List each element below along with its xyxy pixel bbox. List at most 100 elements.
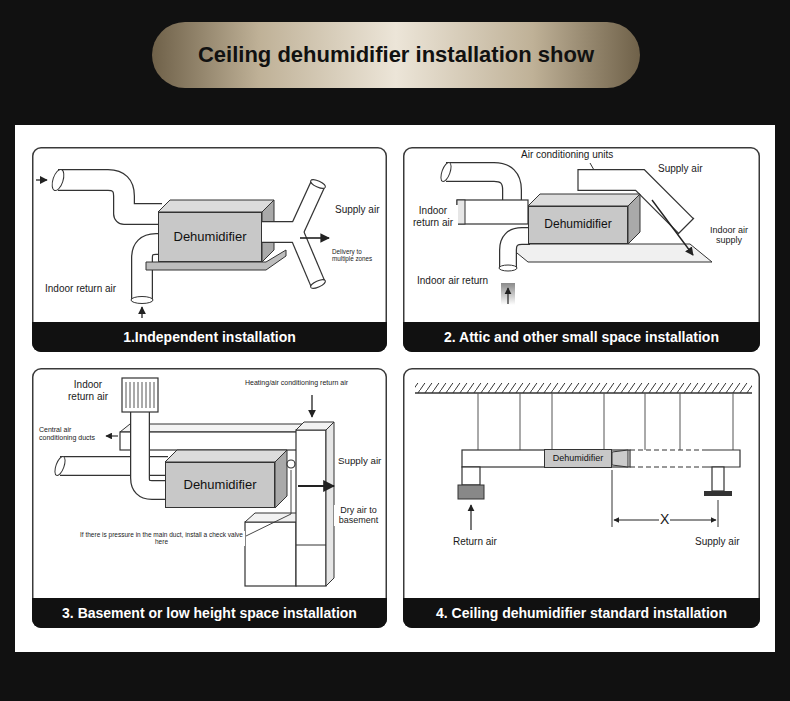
- duct-drawing-two-part: [628, 194, 640, 244]
- duct-drawing-four-part: [415, 392, 752, 394]
- duct-drawing-two-part: [590, 163, 594, 170]
- duct-drawing-three-part: [126, 382, 154, 408]
- duct-drawing-two-part: [446, 172, 512, 202]
- caption-text: 3. Basement or low height space installa…: [62, 605, 357, 621]
- callout-label: Return air: [452, 536, 498, 548]
- duct-drawing-four: [415, 383, 752, 530]
- duct-drawing-one-part: [36, 179, 47, 180]
- duct-drawing-three-part: [140, 410, 168, 490]
- duct-drawing-two-part: [508, 236, 530, 268]
- duct-drawing-three-part: [287, 460, 295, 468]
- duct-drawing-one-part: [141, 307, 142, 318]
- page-title: Ceiling dehumidifier installation show: [198, 42, 594, 68]
- unit-label: Dehumidifier: [544, 218, 611, 232]
- duct-drawing-two-part: [652, 200, 693, 255]
- callout-label: Delivery to multiple zones: [331, 248, 383, 262]
- duct-drawing-two-part: [506, 244, 712, 262]
- callout-label: Indoor air supply: [702, 225, 756, 246]
- duct-drawing-three-part: [122, 378, 158, 412]
- callout-label: Indoor return air: [60, 379, 116, 402]
- callout-label: Heating/air conditioning return air: [244, 379, 349, 387]
- duct-drawing-one-part: [58, 180, 162, 214]
- duct-drawing-four-part: [470, 505, 471, 530]
- dehumidifier-box: Dehumidifier: [528, 206, 628, 244]
- duct-drawing-three-part: [60, 457, 168, 475]
- white-sheet: [15, 125, 775, 652]
- duct-drawing-three-part: [106, 435, 118, 436]
- duct-drawing-four-part: [712, 467, 724, 491]
- callout-label: Supply air: [657, 163, 703, 175]
- duct-drawing-three-part: [245, 513, 304, 522]
- unit-label: Dehumidifier: [553, 453, 604, 463]
- duct-drawing-two-part: [528, 194, 640, 206]
- duct-drawing-two-part: [507, 288, 508, 304]
- duct-drawing-three-part: [275, 450, 287, 508]
- duct-drawing-two-part: [457, 200, 528, 224]
- installation-panel: 4. Ceiling dehumidifier standard install…: [403, 368, 760, 628]
- callout-label: If there is pressure in the main duct, i…: [78, 531, 245, 546]
- duct-drawing-one-part: [131, 297, 153, 304]
- duct-drawing-four-part: [704, 491, 732, 496]
- duct-drawing-three-part: [140, 410, 168, 490]
- callout-label: Central air conditioning ducts: [38, 426, 104, 442]
- duct-drawing-four-part: [462, 450, 630, 467]
- caption-text: 1.Independent installation: [123, 329, 296, 345]
- duct-drawing-three-part: [53, 455, 67, 477]
- duct-drawing-four-part: [612, 450, 628, 467]
- duct-drawing-one-part: [58, 180, 162, 214]
- duct-drawing-three-part: [298, 485, 334, 487]
- duct-drawing-four-part: [462, 467, 480, 485]
- caption-bar: 4. Ceiling dehumidifier standard install…: [403, 598, 760, 628]
- duct-drawing-four-part: [458, 485, 484, 499]
- duct-drawing-two-part: [446, 172, 512, 202]
- caption-bar: 2. Attic and other small space installat…: [403, 322, 760, 352]
- callout-label: Supply air: [334, 204, 380, 216]
- caption-bar: 3. Basement or low height space installa…: [32, 598, 387, 628]
- callout-label: Indoor air return: [416, 275, 489, 287]
- dehumidifier-box: Dehumidifier: [544, 449, 612, 468]
- caption-text: 2. Attic and other small space installat…: [444, 329, 719, 345]
- caption-bar: 1.Independent installation: [32, 322, 387, 352]
- duct-drawing-four-part: [612, 470, 718, 527]
- callout-label: Indoor return air: [408, 205, 458, 228]
- duct-drawing-one-part: [309, 178, 326, 190]
- duct-drawing-two-part: [439, 161, 453, 183]
- caption-text: 4. Ceiling dehumidifier standard install…: [436, 605, 727, 621]
- duct-drawing-four-part: [478, 393, 733, 450]
- unit-label: Dehumidifier: [174, 230, 247, 245]
- duct-drawing-three-part: [311, 395, 312, 417]
- duct-drawing-three-part: [296, 545, 326, 546]
- dehumidifier-box: Dehumidifier: [158, 212, 262, 262]
- installation-panel: 3. Basement or low height space installa…: [32, 368, 387, 628]
- dehumidifier-box: Dehumidifier: [165, 462, 275, 508]
- duct-drawing-three-part: [296, 430, 326, 586]
- duct-drawing-three-part: [326, 422, 334, 586]
- duct-drawing-three-part: [60, 456, 168, 476]
- duct-drawing-two-part: [457, 200, 465, 224]
- duct-drawing-four-part: [415, 383, 752, 393]
- duct-drawing-one-part: [50, 168, 66, 192]
- duct-drawing-one-part: [158, 200, 274, 212]
- callout-label: Supply air: [694, 536, 740, 548]
- unit-label: Dehumidifier: [184, 478, 257, 493]
- callout-label: Indoor return air: [44, 283, 117, 295]
- callout-label: Dry air to basement: [334, 505, 383, 526]
- title-pill: Ceiling dehumidifier installation show: [152, 22, 640, 88]
- duct-drawing-one-part: [262, 222, 300, 242]
- duct-drawing-three-part: [245, 522, 296, 586]
- duct-drawing-two-part: [501, 283, 515, 305]
- duct-drawing-one-part: [300, 237, 329, 239]
- duct-drawing-two-part: [508, 236, 530, 268]
- callout-label: Supply air: [337, 455, 382, 466]
- installation-panel: 2. Attic and other small space installat…: [403, 147, 760, 352]
- duct-drawing-four-part: [630, 450, 705, 467]
- duct-drawing-two-part: [499, 265, 517, 271]
- duct-drawing-four-part: [705, 450, 740, 467]
- callout-label: Air conditioning units: [520, 149, 614, 161]
- duct-drawing-one-part: [262, 221, 300, 243]
- duct-drawing-one-part: [309, 278, 326, 290]
- duct-drawing-one: [36, 168, 329, 318]
- duct-drawing-three: [53, 378, 334, 586]
- callout-label: X: [659, 511, 670, 527]
